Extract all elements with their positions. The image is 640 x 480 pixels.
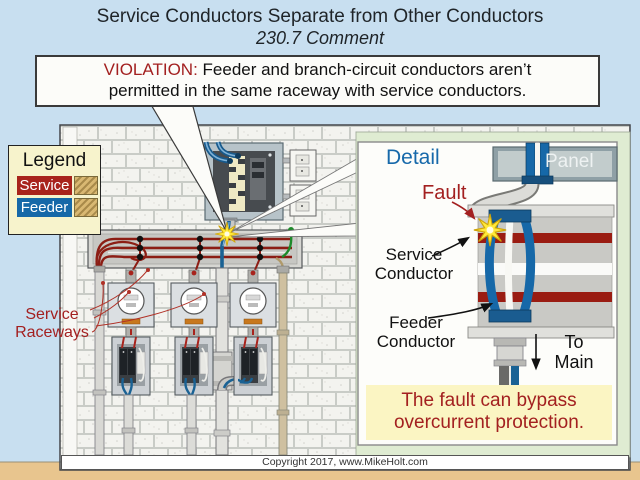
detail-gutter-section	[467, 204, 615, 388]
violation-callout: VIOLATION: Feeder and branch-circuit con…	[35, 55, 600, 107]
feeder-raceway	[211, 267, 239, 456]
wire-swatch-icon	[74, 198, 98, 217]
legend-item-service: Service	[17, 176, 98, 195]
fault-spark-icon	[214, 221, 240, 247]
to-main-label: To Main	[554, 332, 594, 372]
copyright: Copyright 2017, www.MikeHolt.com	[61, 455, 629, 470]
page-title: Service Conductors Separate from Other C…	[96, 6, 544, 27]
legend-service-label: Service	[17, 176, 72, 195]
service-raceways-pointers	[89, 268, 206, 333]
legend-item-feeder: Feeder	[17, 198, 98, 217]
detail-panel-label: Panel	[545, 151, 594, 172]
wire-swatch-icon	[74, 176, 98, 195]
left-service-raceway	[92, 265, 107, 456]
feeder-conductor-label: Feeder Conductor	[376, 313, 456, 351]
legend: Legend Service Feeder	[8, 145, 101, 235]
detail-title: Detail	[386, 146, 440, 169]
page-subtitle: 230.7 Comment	[255, 28, 385, 48]
legend-title: Legend	[22, 150, 87, 171]
detail-panel	[492, 142, 618, 185]
branch-panel	[203, 141, 284, 232]
violation-text: Feeder and branch-circuit conductors are…	[108, 60, 532, 100]
detail-note: The fault can bypass overcurrent protect…	[366, 385, 612, 440]
legend-feeder-label: Feeder	[17, 198, 72, 217]
grounding-conductor-run	[276, 265, 290, 456]
violation-label: VIOLATION:	[103, 60, 198, 79]
detail-arrows	[427, 201, 541, 371]
detail-fault-spark-icon	[473, 213, 507, 247]
service-raceways-label: Service Raceways	[15, 306, 89, 341]
service-conductor-label: Service Conductor	[374, 245, 454, 283]
detail-fault-label: Fault	[422, 182, 467, 204]
